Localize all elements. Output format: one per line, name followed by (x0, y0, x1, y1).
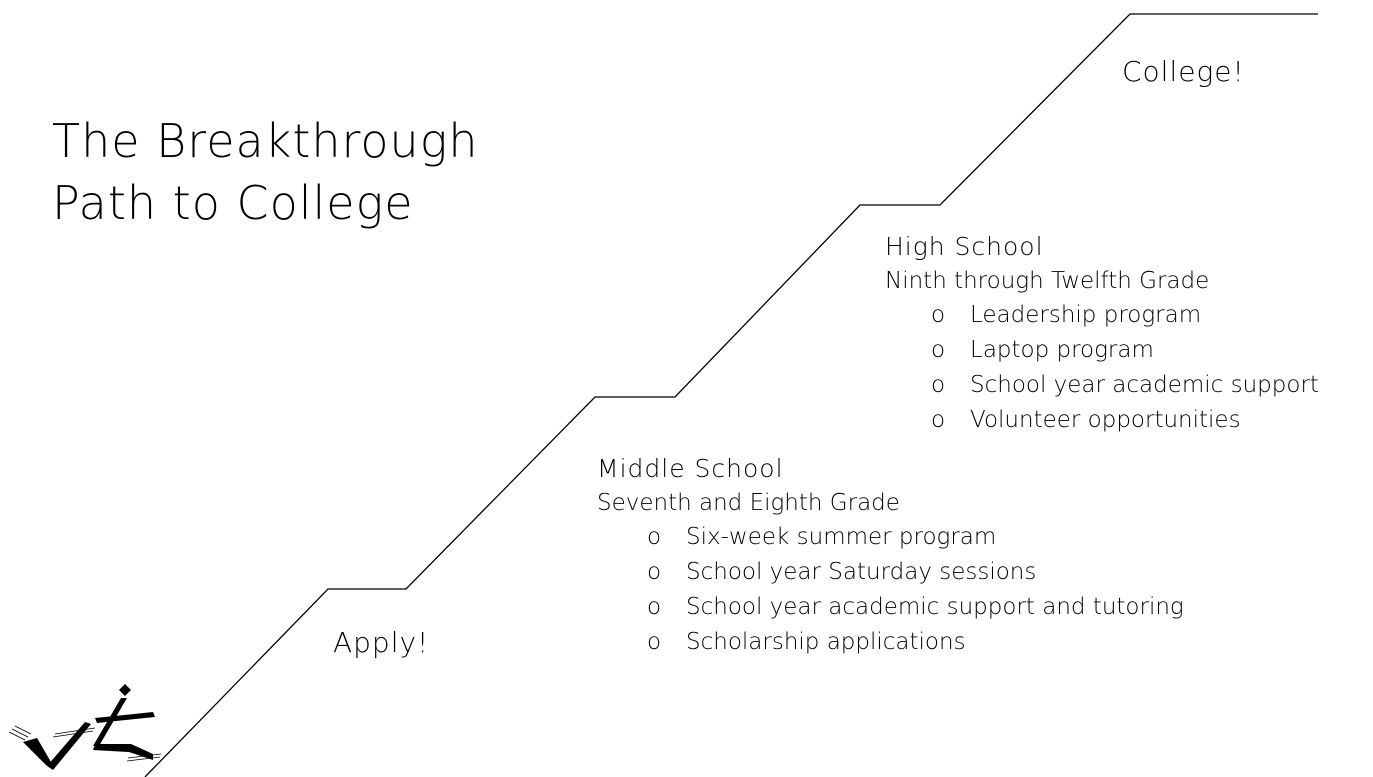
college-step-label: College! (1122, 55, 1245, 88)
bullet: o (647, 559, 662, 585)
high-school-subheading: Ninth through Twelfth Grade (885, 268, 1210, 294)
list-item: o School year Saturday sessions (647, 555, 1184, 590)
list-item-text: School year academic support and tutorin… (686, 594, 1184, 620)
list-item: o Leadership program (931, 298, 1319, 333)
list-item: o School year academic support (931, 368, 1319, 403)
bullet: o (647, 629, 662, 655)
title-line-2: Path to College (52, 176, 414, 230)
list-item: o Six-week summer program (647, 520, 1184, 555)
list-item-text: School year academic support (970, 372, 1319, 398)
list-item-text: Leadership program (970, 302, 1202, 328)
list-item-text: Scholarship applications (686, 629, 966, 655)
title-line-1: The Breakthrough (52, 114, 479, 168)
bullet: o (647, 524, 662, 550)
middle-school-section: Middle School Seventh and Eighth Grade o… (597, 452, 1184, 660)
list-item-text: School year Saturday sessions (686, 559, 1037, 585)
list-item: o Volunteer opportunities (931, 403, 1319, 438)
bullet: o (931, 372, 946, 398)
list-item: o School year academic support and tutori… (647, 590, 1184, 625)
bullet: o (931, 302, 946, 328)
high-school-section: High School Ninth through Twelfth Grade … (885, 230, 1319, 438)
list-item-text: Laptop program (970, 337, 1154, 363)
page-title: The Breakthrough Path to College (52, 110, 478, 234)
bullet: o (931, 337, 946, 363)
bullet: o (931, 407, 946, 433)
middle-school-subheading: Seventh and Eighth Grade (597, 490, 900, 516)
apply-step-label: Apply! (333, 626, 430, 659)
list-item: o Laptop program (931, 333, 1319, 368)
high-school-heading: High School (885, 232, 1044, 261)
list-item: o Scholarship applications (647, 625, 1184, 660)
list-item-text: Six-week summer program (686, 524, 997, 550)
staircase-line (144, 13, 1318, 777)
runner-logo-icon (8, 684, 162, 770)
list-item-text: Volunteer opportunities (970, 407, 1241, 433)
bullet: o (647, 594, 662, 620)
middle-school-heading: Middle School (597, 454, 784, 483)
